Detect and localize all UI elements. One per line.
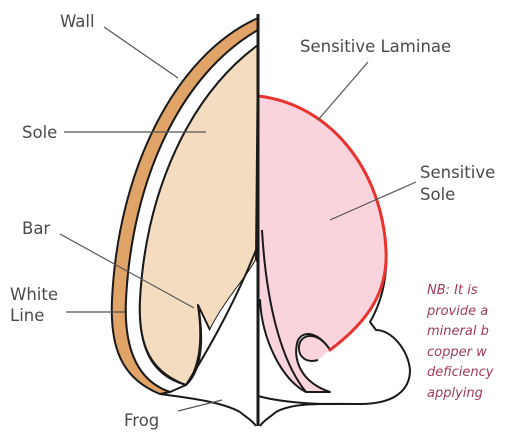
nutrition-note: NB: It is provide a mineral b copper w d…: [427, 281, 528, 404]
note-line: NB: It is: [427, 281, 528, 302]
note-line: provide a: [427, 302, 528, 323]
note-line: deficiency: [427, 363, 528, 384]
leader-wall: [104, 27, 178, 78]
note-line: applying: [427, 384, 528, 405]
label-white-line-1: White: [10, 285, 58, 304]
note-line: copper w: [427, 343, 528, 364]
label-sensitive-sole-1: Sensitive: [420, 163, 495, 182]
label-bar: Bar: [22, 219, 50, 238]
leader-laminae: [318, 62, 368, 120]
leader-frog: [178, 400, 222, 411]
label-wall: Wall: [60, 12, 95, 31]
label-white-line-2: Line: [10, 306, 44, 325]
note-line: mineral b: [427, 322, 528, 343]
label-frog: Frog: [124, 411, 159, 430]
label-sole: Sole: [22, 123, 57, 142]
label-sensitive-sole-2: Sole: [420, 185, 455, 204]
label-sensitive-laminae: Sensitive Laminae: [300, 37, 451, 56]
